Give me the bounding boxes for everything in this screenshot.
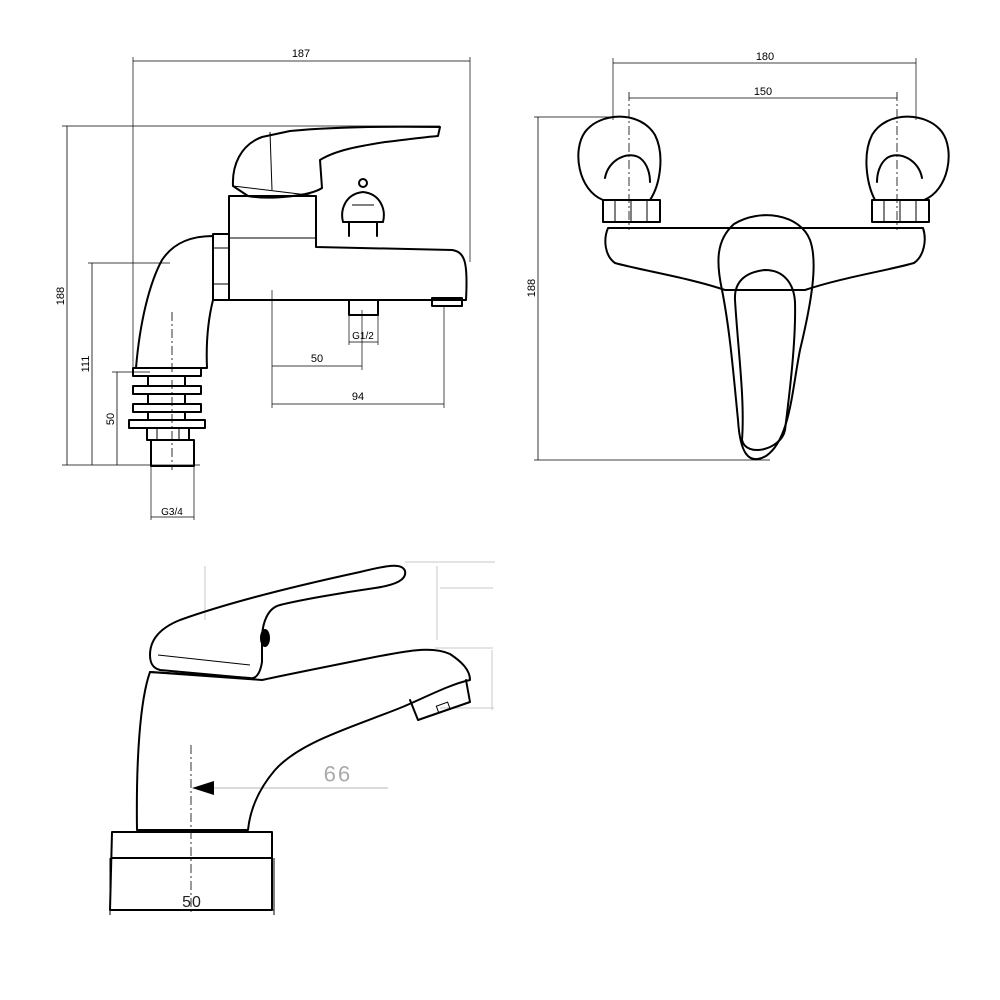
- dim-label-188-front: 188: [526, 279, 538, 297]
- front-view: 180 150 188: [526, 51, 950, 461]
- diverter-knob: [341, 178, 385, 237]
- dim-side-shower-offset: 50: [271, 290, 363, 408]
- dim-side-shower-thread: G1/2: [348, 315, 379, 345]
- dim-label-94: 94: [352, 391, 364, 403]
- dim-label-50-side: 50: [105, 413, 117, 425]
- dim-basin-reach: 99: [192, 761, 388, 795]
- dim-label-180: 180: [756, 51, 774, 63]
- front-lever: [717, 214, 815, 461]
- dim-side-overall-width: 187: [132, 48, 471, 370]
- dim-side-inlet-thread: G3/4: [150, 465, 195, 520]
- left-eccentric: [577, 115, 662, 223]
- dim-side-thread-length: 50: [105, 371, 150, 465]
- dim-front-overall-width: 180: [612, 51, 917, 120]
- dim-label-111: 111: [80, 356, 92, 373]
- basin-base: 50: [109, 831, 275, 915]
- mounting-assembly: [128, 367, 206, 467]
- dim-front-overall-height: 188: [526, 116, 770, 461]
- dim-label-150: 150: [754, 86, 772, 98]
- dim-label-187: 187: [292, 48, 310, 60]
- basin-body: [135, 564, 471, 831]
- dim-front-inlet-spacing: 150: [629, 86, 897, 99]
- side-view: 187 188 111 50 50: [55, 48, 471, 520]
- basin-view: 99 50: [109, 561, 495, 915]
- dim-label-g12: G1/2: [352, 331, 374, 342]
- dim-label-188-side: 188: [55, 287, 67, 305]
- dim-label-99: 99: [322, 761, 350, 786]
- mixer-body: [135, 125, 468, 369]
- front-body: [604, 227, 926, 291]
- dim-label-50-offset: 50: [311, 353, 323, 365]
- right-eccentric: [865, 115, 950, 223]
- dim-label-50-base: 50: [182, 894, 202, 911]
- dim-label-g34: G3/4: [161, 507, 183, 518]
- dim-side-spout-reach: 94: [272, 305, 445, 408]
- dim-side-spout-height: 111: [80, 262, 170, 465]
